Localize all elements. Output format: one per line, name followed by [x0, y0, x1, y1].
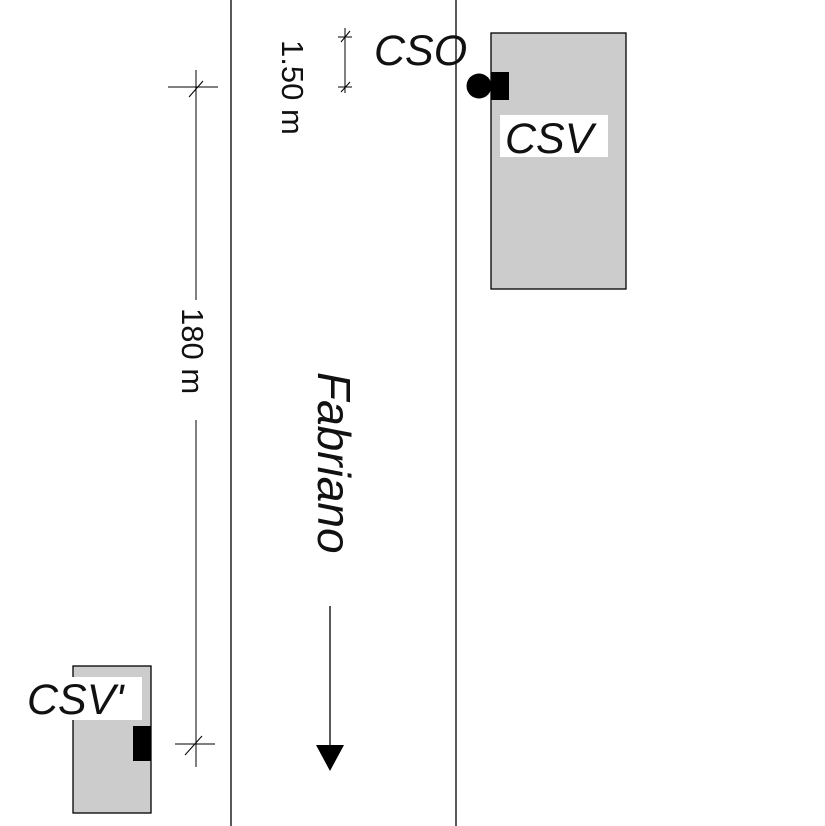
- dimension-small-label: 1.50 m: [275, 40, 310, 135]
- vehicle-csv: CSV: [490, 32, 627, 290]
- csv-label-bg: [500, 115, 608, 157]
- csv-prime-label: CSV': [27, 676, 125, 724]
- vehicle-csv-prime: CSV': [27, 665, 152, 814]
- csv-label: CSV: [505, 115, 598, 163]
- cso-marker-circle: [466, 73, 492, 99]
- road-name: Fabriano: [308, 372, 360, 554]
- dimension-small: [338, 28, 352, 93]
- cso-label: CSO: [374, 27, 467, 75]
- dimension-large: [168, 70, 218, 767]
- csv-prime-label-bg: [28, 677, 142, 720]
- csv-marker-square: [491, 72, 509, 100]
- csv-prime-marker-square: [133, 726, 151, 761]
- direction-arrow-icon: [316, 606, 344, 771]
- dimension-large-label: 180 m: [175, 308, 210, 394]
